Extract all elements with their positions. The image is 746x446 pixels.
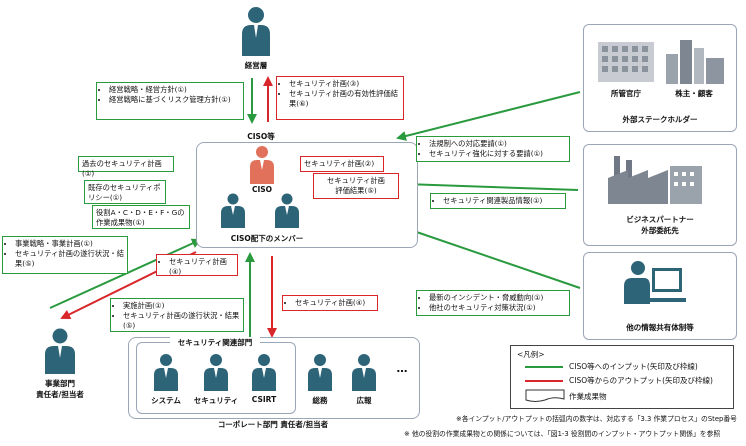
flow-item: セキュリティ計画(④): [295, 298, 374, 308]
ciso-output-eval: セキュリティ計画 評価結果(⑤): [313, 173, 399, 199]
legend: <凡例> CISO等へのインプット(矢印及び枠線) CISO等からのアウトプット…: [510, 345, 734, 409]
flow-item: 他社のセキュリティ対策状況(①): [429, 303, 566, 313]
legend-output-line: [525, 380, 563, 382]
csirt-person-icon: [252, 354, 276, 391]
ciso-to-exec-box: セキュリティ計画(③) セキュリティ計画の有効性評価結果(⑥): [276, 76, 404, 120]
external-stakeholders-label: 外部ステークホルダー: [622, 115, 698, 124]
shareholders-label: 株主・顧客: [675, 89, 713, 98]
member-person-icon: [221, 193, 245, 228]
flow-item: セキュリティ計画の遂行状況・結果(⑤): [15, 249, 124, 269]
business-dept-label: 事業部門: [45, 379, 75, 388]
legend-title: <凡例>: [517, 350, 545, 359]
output-text: セキュリティ計画(②): [304, 159, 375, 168]
ciso-person-icon: [250, 146, 274, 184]
legend-work-product-text: 作業成果物: [569, 392, 607, 401]
flow-item: セキュリティ計画(③): [289, 79, 400, 89]
info-sharing-region: [583, 252, 737, 340]
output-text: セキュリティ計画: [327, 176, 385, 185]
flow-item: 最新のインシデント・脅威動向(①): [429, 293, 566, 303]
arrow-infoshare-to-ciso: [400, 224, 581, 289]
pc-user-icon: [624, 261, 686, 304]
note-role-reference: ※ 他の役割の作業成果物との関係については、「図1-3 役割間のインプット・アウ…: [404, 430, 721, 438]
ciso-group-label: CISO等: [236, 131, 286, 142]
ciso-to-business-box: セキュリティ計画(④): [156, 254, 238, 276]
flow-item: セキュリティ計画(④): [169, 257, 234, 277]
security-label: セキュリティ: [193, 396, 239, 405]
general-affairs-label: 総務: [312, 396, 328, 405]
ciso-label: CISO: [251, 185, 273, 194]
exec-to-ciso-box: 経営戦略・経営方針(①) 経営戦略に基づくリスク管理方針(①): [96, 82, 244, 120]
outsourcing-label: 外部委託先: [641, 226, 679, 235]
input-text: 既存のセキュリティポリシー(①): [88, 183, 161, 202]
pr-label: 広報: [356, 396, 372, 405]
factory-icon: [608, 156, 702, 204]
input-text: 過去のセキュリティ計画(①): [82, 159, 162, 178]
city-buildings-icon: [666, 40, 724, 84]
ciso-members-label: CISO配下のメンバー: [230, 234, 304, 243]
authority-label: 所管官庁: [611, 89, 641, 98]
work-product-icon: [525, 389, 565, 402]
csirt-label: CSIRT: [251, 395, 277, 404]
ciso-output-plan: セキュリティ計画(②): [300, 156, 384, 172]
business-to-ciso-box: 事業戦略・事業計画(①) セキュリティ計画の遂行状況・結果(⑤): [2, 236, 128, 274]
system-person-icon: [154, 354, 178, 391]
member-person-icon: [275, 193, 299, 228]
flow-item: 法規制への対応要請(①): [429, 139, 566, 149]
flow-item: セキュリティ関連製品情報(①): [443, 196, 562, 206]
business-dept-person-icon: [45, 328, 75, 374]
flow-item: 経営戦略・経営方針(①): [109, 85, 240, 95]
flow-item: セキュリティ計画の有効性評価結果(⑥): [289, 89, 400, 109]
output-text: 評価結果(⑤): [335, 186, 377, 195]
info-sharing-label: 他の情報共有体制等: [626, 323, 694, 332]
ellipsis-label: …: [396, 362, 408, 375]
ciso-to-corporate-box: セキュリティ計画(④): [282, 295, 378, 311]
system-label: システム: [151, 396, 181, 405]
flow-item: セキュリティ計画の遂行状況・結果(⑤): [123, 311, 240, 331]
executive-person-icon: [242, 7, 270, 56]
input-existing-policy: 既存のセキュリティポリシー(①): [84, 180, 166, 204]
arrow-stakeholder-to-ciso: [396, 91, 581, 141]
executive-label: 経営層: [244, 61, 268, 70]
business-partner-label: ビジネスパートナー: [626, 215, 694, 224]
flow-item: 事業戦略・事業計画(①): [15, 239, 124, 249]
input-role-outputs: 役割A・C・D・E・F・Gの作業成果物(①): [92, 205, 190, 229]
security-dept-label: セキュリティ関連部門: [170, 337, 260, 348]
input-text: 役割A・C・D・E・F・Gの作業成果物(①): [96, 208, 185, 227]
flow-item: 実施計画(①): [123, 301, 240, 311]
corporate-dept-label: コーポレート部門 責任者/担当者: [217, 420, 329, 429]
arrow-partner-to-ciso: [403, 179, 579, 191]
pr-person-icon: [352, 354, 376, 391]
legend-input-text: CISO等へのインプット(矢印及び枠線): [569, 362, 698, 371]
legend-input-line: [525, 366, 563, 368]
partner-to-ciso-box: セキュリティ関連製品情報(①): [430, 193, 566, 209]
note-step-number: ※各インプット/アウトプットの括弧内の数字は、対応する「3.3 作業プロセス」の…: [456, 415, 737, 423]
business-dept-role-label: 責任者/担当者: [36, 390, 84, 399]
corporate-to-ciso-box: 実施計画(①) セキュリティ計画の遂行状況・結果(⑤): [110, 298, 244, 332]
infoshare-to-ciso-box: 最新のインシデント・脅威動向(①) 他社のセキュリティ対策状況(①): [416, 290, 570, 316]
stakeholder-to-ciso-box: 法規制への対応要請(①) セキュリティ強化に対する要請(①): [416, 136, 570, 162]
general-affairs-person-icon: [308, 354, 332, 391]
security-person-icon: [204, 354, 228, 391]
flow-item: 経営戦略に基づくリスク管理方針(①): [109, 95, 240, 105]
flow-item: セキュリティ強化に対する要請(①): [429, 149, 566, 159]
legend-output-text: CISO等からのアウトプット(矢印及び枠線): [569, 376, 713, 385]
input-past-plan: 過去のセキュリティ計画(①): [78, 156, 174, 178]
arrow-business-to-ciso: [49, 238, 202, 309]
government-building-icon: [598, 42, 654, 82]
